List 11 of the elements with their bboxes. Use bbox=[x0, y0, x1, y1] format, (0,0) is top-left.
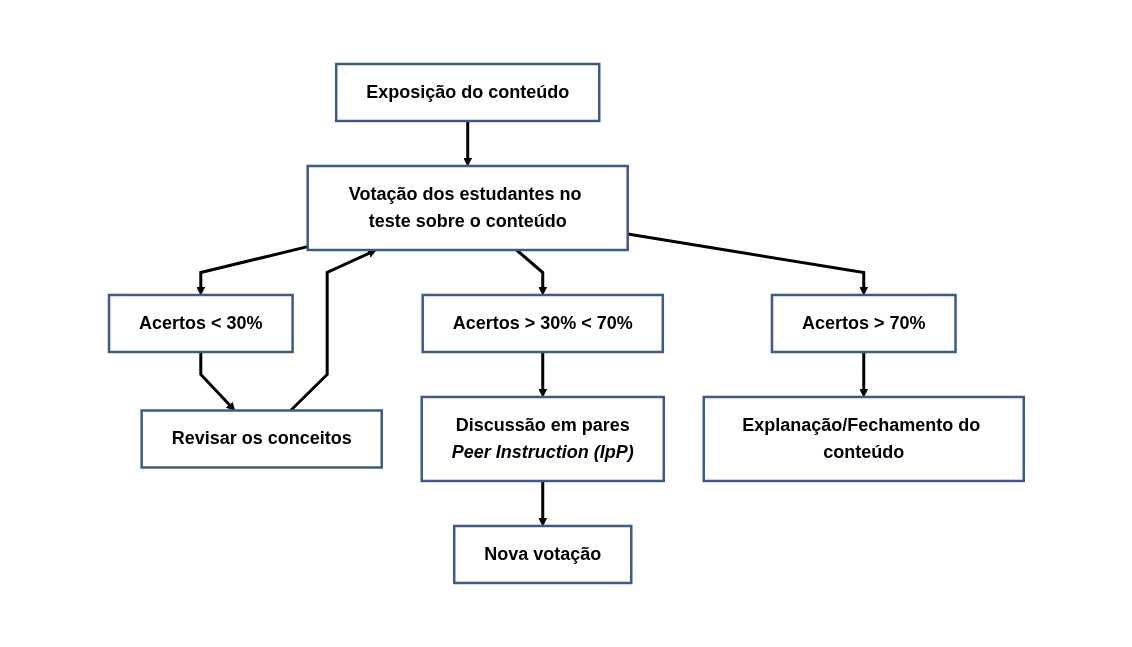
node-box: Revisar os conceitos bbox=[140, 409, 383, 469]
node-box: Exposição do conteúdo bbox=[334, 62, 601, 123]
arrow bbox=[462, 121, 472, 167]
node-box: Discussão em pares Peer Instruction (IpP) bbox=[420, 395, 665, 483]
node-box: Acertos > 70% bbox=[770, 293, 957, 354]
arrow bbox=[198, 352, 235, 411]
node-box: Nova votação bbox=[452, 524, 633, 585]
node-box: Votação dos estudantes no teste sobre o conteúdo bbox=[306, 164, 629, 252]
node-box: Acertos > 30% < 70% bbox=[421, 293, 664, 354]
node-box: Acertos < 30% bbox=[107, 293, 294, 354]
node-box: Explanação/Fechamento do conteúdo bbox=[702, 395, 1025, 483]
